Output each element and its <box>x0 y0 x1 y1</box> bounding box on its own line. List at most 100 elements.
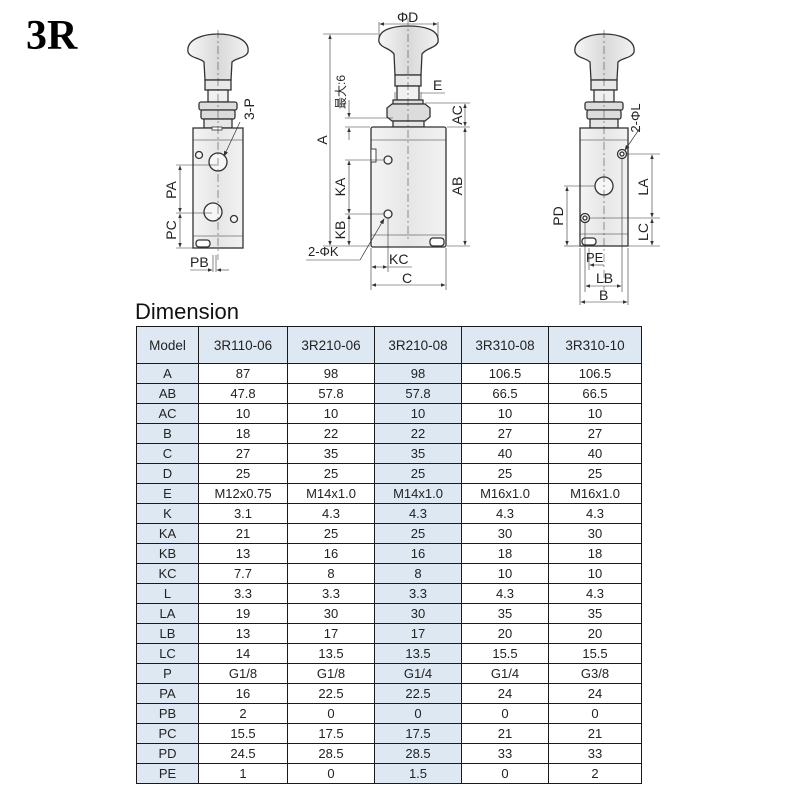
table-cell: 18 <box>461 543 549 564</box>
table-cell: 3.1 <box>198 503 288 524</box>
table-cell: 14 <box>198 643 288 664</box>
table-cell: M16x1.0 <box>548 483 642 504</box>
row-parameter-label: KC <box>136 563 199 584</box>
table-cell: 35 <box>374 443 462 464</box>
label-la: LA <box>635 178 651 196</box>
table-cell: 22.5 <box>374 683 462 704</box>
table-cell: M12x0.75 <box>198 483 288 504</box>
table-cell: 25 <box>374 463 462 484</box>
table-cell: 10 <box>461 403 549 424</box>
column-header-model: Model <box>136 326 199 364</box>
table-cell: 66.5 <box>461 383 549 404</box>
table-cell: 15.5 <box>198 723 288 744</box>
table-cell: 8 <box>374 563 462 584</box>
table-cell: 2 <box>548 763 642 784</box>
table-cell: 4.3 <box>461 503 549 524</box>
table-cell: 15.5 <box>461 643 549 664</box>
page-title: 3R <box>26 13 78 59</box>
label-b: B <box>599 287 608 303</box>
table-cell: 20 <box>548 623 642 644</box>
row-parameter-label: PA <box>136 683 199 704</box>
table-cell: 0 <box>287 703 375 724</box>
table-cell: 3.3 <box>198 583 288 604</box>
table-cell: 1 <box>198 763 288 784</box>
table-cell: 17 <box>374 623 462 644</box>
table-cell: 13.5 <box>374 643 462 664</box>
row-parameter-label: A <box>136 363 199 384</box>
label-pd: PD <box>550 206 566 225</box>
row-parameter-label: K <box>136 503 199 524</box>
table-cell: 33 <box>548 743 642 764</box>
row-parameter-label: PB <box>136 703 199 724</box>
table-cell: 30 <box>461 523 549 544</box>
label-2phik: 2-ΦK <box>308 244 339 259</box>
label-ac: AC <box>449 105 465 124</box>
table-cell: 4.3 <box>548 583 642 604</box>
table-cell: 19 <box>198 603 288 624</box>
table-cell: 98 <box>374 363 462 384</box>
dimension-heading: Dimension <box>135 299 239 324</box>
table-cell: 18 <box>198 423 288 444</box>
label-ka: KA <box>332 177 348 196</box>
table-cell: 57.8 <box>374 383 462 404</box>
table-cell: 30 <box>374 603 462 624</box>
table-cell: 4.3 <box>374 503 462 524</box>
table-cell: 10 <box>461 563 549 584</box>
table-cell: 98 <box>287 363 375 384</box>
label-kc: KC <box>389 251 408 267</box>
table-cell: 35 <box>461 603 549 624</box>
label-3p: 3-P <box>241 98 257 120</box>
column-header-3r110-06: 3R110-06 <box>198 326 288 364</box>
table-cell: 47.8 <box>198 383 288 404</box>
table-cell: 35 <box>287 443 375 464</box>
table-cell: G1/8 <box>287 663 375 684</box>
table-cell: 2 <box>198 703 288 724</box>
row-parameter-label: PD <box>136 743 199 764</box>
table-cell: M14x1.0 <box>287 483 375 504</box>
row-parameter-label: AB <box>136 383 199 404</box>
row-parameter-label: D <box>136 463 199 484</box>
label-a: A <box>314 135 330 145</box>
table-cell: 27 <box>548 423 642 444</box>
table-cell: 10 <box>548 403 642 424</box>
table-cell: 4.3 <box>548 503 642 524</box>
table-cell: 30 <box>548 523 642 544</box>
table-cell: 21 <box>548 723 642 744</box>
label-pe: PE <box>586 250 604 265</box>
table-cell: G1/4 <box>374 663 462 684</box>
row-parameter-label: AC <box>136 403 199 424</box>
row-parameter-label: PC <box>136 723 199 744</box>
label-c: C <box>402 270 412 286</box>
row-parameter-label: LC <box>136 643 199 664</box>
column-header-3r310-10: 3R310-10 <box>548 326 642 364</box>
table-cell: 33 <box>461 743 549 764</box>
table-cell: 1.5 <box>374 763 462 784</box>
middle-view <box>306 18 470 290</box>
label-e: E <box>433 77 442 93</box>
left-view <box>176 30 249 272</box>
table-cell: 22.5 <box>287 683 375 704</box>
row-parameter-label: B <box>136 423 199 444</box>
table-cell: 57.8 <box>287 383 375 404</box>
table-cell: 27 <box>461 423 549 444</box>
table-cell: 106.5 <box>548 363 642 384</box>
table-cell: 4.3 <box>461 583 549 604</box>
table-cell: 66.5 <box>548 383 642 404</box>
label-max6: 最大:6 <box>334 75 348 109</box>
table-cell: G3/8 <box>548 663 642 684</box>
right-view <box>564 30 660 305</box>
table-cell: M14x1.0 <box>374 483 462 504</box>
